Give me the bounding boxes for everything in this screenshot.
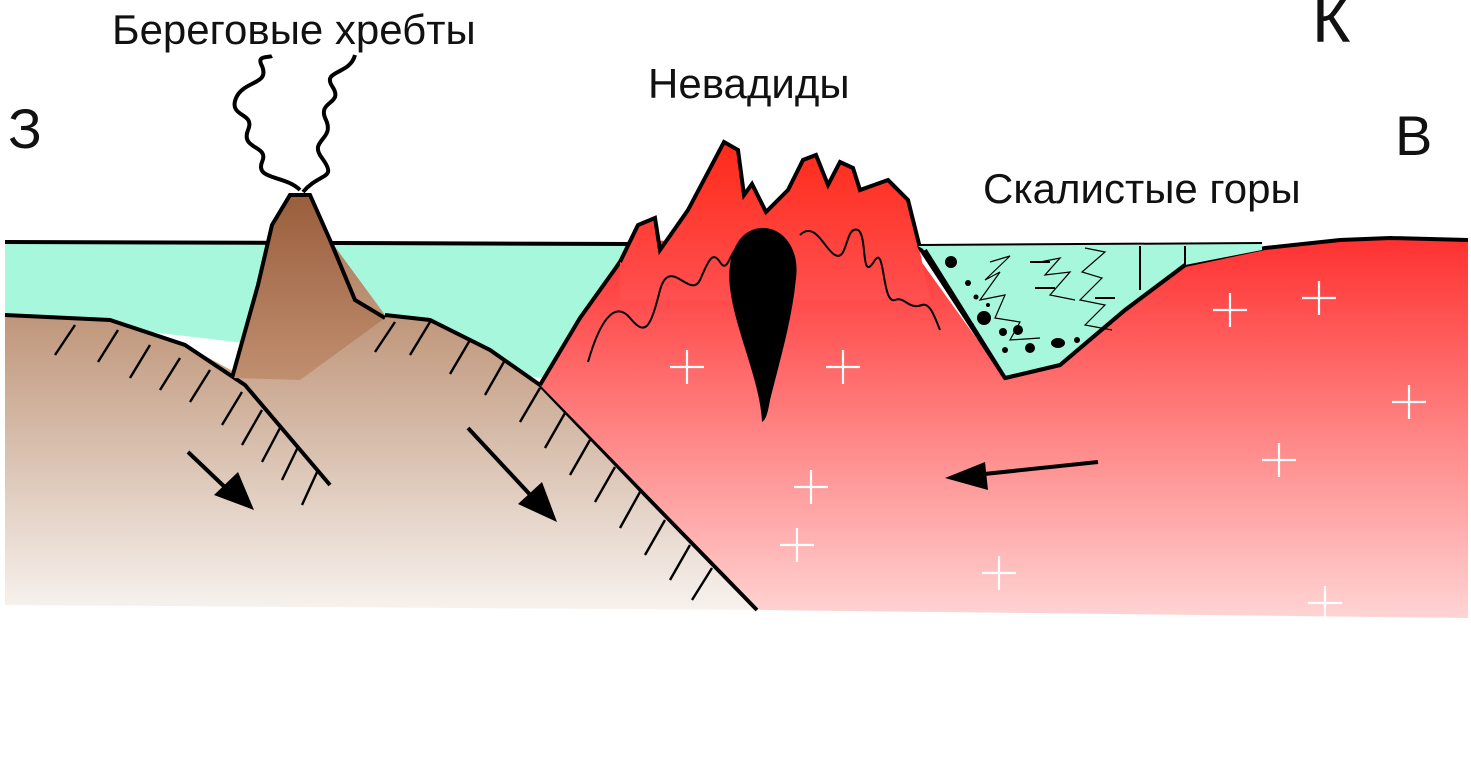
arrowhead-plate-motion: [945, 462, 988, 490]
oceanic-plate: [5, 195, 760, 610]
granite-crosses: [670, 281, 1426, 618]
label-rocky-mountains: Скалистые горы: [983, 165, 1301, 212]
direction-label-west: З: [8, 97, 42, 160]
continental-margin-outline: [538, 260, 622, 387]
arrow-subduction-left: [186, 450, 232, 494]
label-coast-ranges: Береговые хребты: [112, 6, 476, 53]
motion-arrows: [186, 426, 1099, 522]
oceanic-plate-outline: [4, 313, 332, 487]
nevadides-outline: [618, 139, 1007, 380]
label-nevadides: Невадиды: [648, 60, 850, 107]
panel-letter: К: [1312, 0, 1351, 56]
arrowhead-subduction-right: [518, 482, 557, 522]
direction-label-east: В: [1395, 104, 1432, 167]
oceanic-plate-hachures: [54, 321, 714, 601]
slab-outline: [384, 313, 759, 612]
arrowhead-subduction-left: [214, 472, 254, 510]
fold-line-left: [587, 247, 739, 363]
granite-batholith: [729, 227, 797, 422]
foreland-basin: [918, 244, 1262, 381]
smoke-line-right: [301, 54, 357, 194]
arrow-subduction-right: [466, 426, 537, 502]
arrow-plate-motion: [974, 460, 1099, 477]
fold-line-right: [799, 228, 941, 331]
nevadides-mountains: [620, 142, 930, 300]
smoke-line-left: [232, 54, 302, 192]
coast-ranges-volcano-outline: [230, 193, 387, 379]
